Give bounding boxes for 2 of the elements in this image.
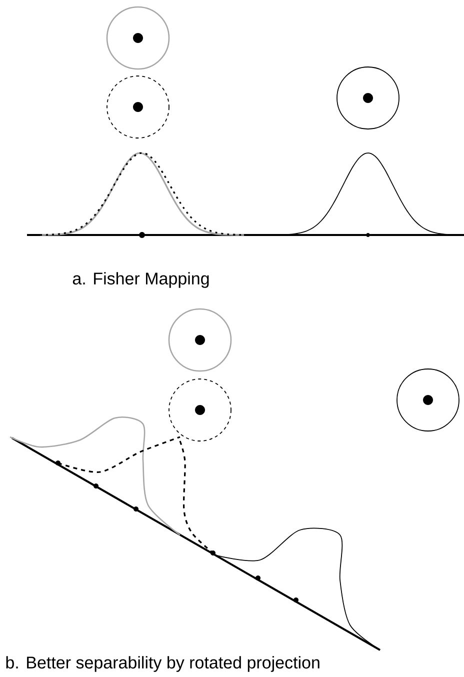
caption: b. Better separability by rotated projection xyxy=(6,656,320,672)
caption: a. Fisher Mapping xyxy=(72,272,209,288)
